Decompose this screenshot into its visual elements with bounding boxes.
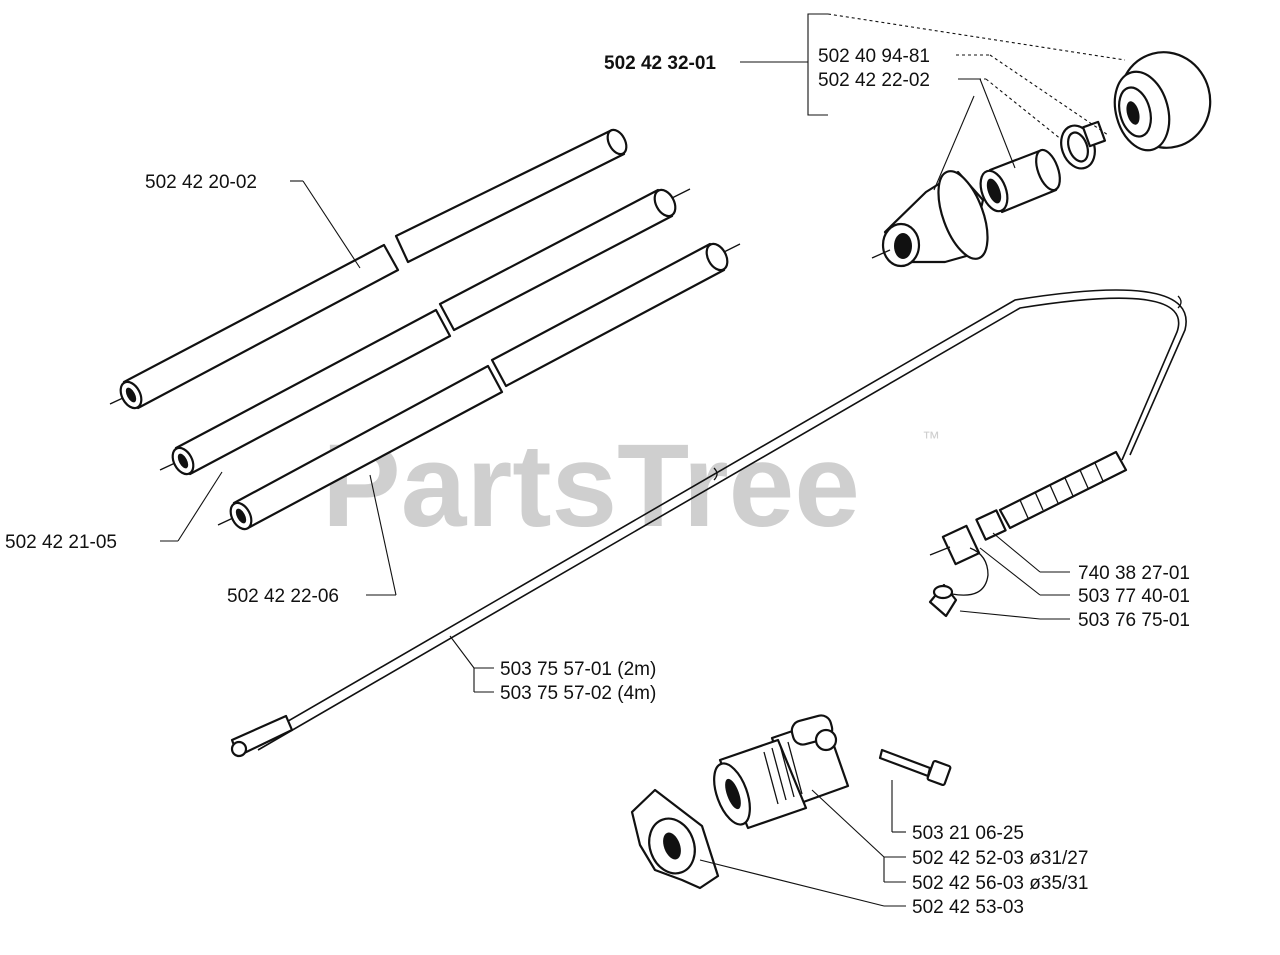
hose-clamp[interactable] [1055,120,1107,173]
label-clamp-31: 502 42 52-03 ø31/27 [912,848,1088,869]
label-clamp-35: 502 42 56-03 ø35/31 [912,873,1088,894]
protective-cap[interactable] [928,547,989,618]
cap[interactable] [1107,42,1221,158]
label-nut: 503 77 40-01 [1078,586,1190,607]
assembly-bracket [807,13,828,116]
flex-cable[interactable] [230,289,1187,758]
label-screw: 503 21 06-25 [912,823,1024,844]
label-cable-2m: 503 75 57-01 (2m) [500,659,656,680]
label-assembly: 502 42 32-01 [604,53,716,74]
coupling-bell[interactable] [871,165,998,268]
label-cap: 502 40 94-81 [818,46,930,67]
tube-upper[interactable] [109,127,630,412]
watermark-trademark: ™ [922,428,940,448]
tube-middle[interactable] [159,186,691,477]
label-fitting: 740 38 27-01 [1078,563,1190,584]
coupling-sleeve[interactable] [976,147,1065,215]
bolt[interactable] [878,748,952,787]
label-cable-4m: 503 75 57-02 (4m) [500,683,656,704]
cable-end-fitting[interactable] [929,450,1128,566]
label-tube-middle: 502 42 21-05 [5,532,117,553]
clamp-sleeve[interactable] [707,738,808,830]
label-knob: 502 42 53-03 [912,897,1024,918]
knob[interactable] [630,788,720,890]
label-tube-upper: 502 42 20-02 [145,172,257,193]
label-protective-cap: 503 76 75-01 [1078,610,1190,631]
tube-lower[interactable] [217,240,741,532]
label-coupling-sleeve: 502 42 22-02 [818,70,930,91]
label-tube-lower: 502 42 22-06 [227,586,339,607]
